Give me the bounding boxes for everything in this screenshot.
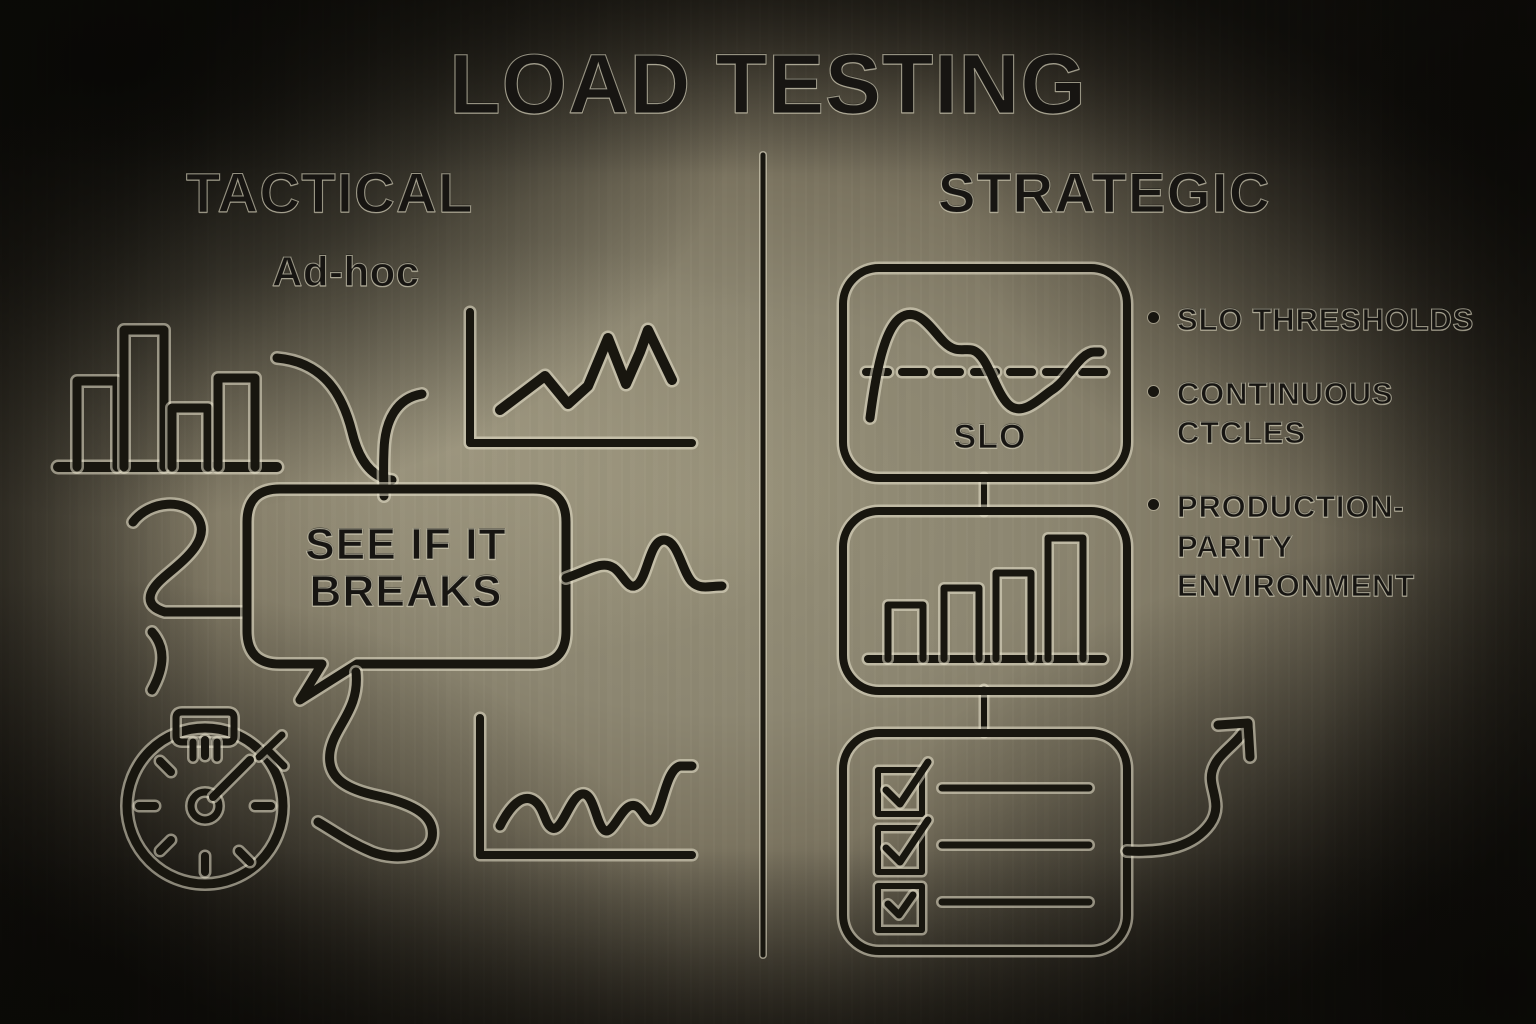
bullet-label: SLO THRESHOLDS — [1176, 301, 1475, 337]
strategic-heading: STRATEGIC — [937, 160, 1271, 224]
strategic-bullet-list: SLO THRESHOLDS CONTINUOUS CTCLES PRODUCT… — [1148, 300, 1508, 640]
bullet-dot-icon — [1148, 312, 1159, 323]
tactical-subtitle: Ad-hoc — [271, 247, 420, 295]
tactical-heading: TACTICAL — [185, 160, 474, 224]
speech-bubble-text: SEE IF IT BREAKS — [256, 520, 556, 616]
bubble-line-2: BREAKS — [309, 566, 503, 616]
list-item: CONTINUOUS CTCLES — [1148, 374, 1508, 453]
list-item: PRODUCTION-PARITY ENVIRONMENT — [1148, 487, 1508, 606]
list-item: SLO THRESHOLDS — [1148, 300, 1508, 340]
bullet-label: PRODUCTION-PARITY ENVIRONMENT — [1176, 488, 1415, 604]
page-title: LOAD TESTING — [449, 36, 1087, 131]
bullet-label: CONTINUOUS CTCLES — [1176, 375, 1394, 451]
bullet-dot-icon — [1148, 385, 1159, 397]
bullet-dot-icon — [1148, 499, 1159, 511]
slo-card-label: SLO — [953, 417, 1027, 456]
bubble-line-1: SEE IF IT — [305, 520, 507, 569]
